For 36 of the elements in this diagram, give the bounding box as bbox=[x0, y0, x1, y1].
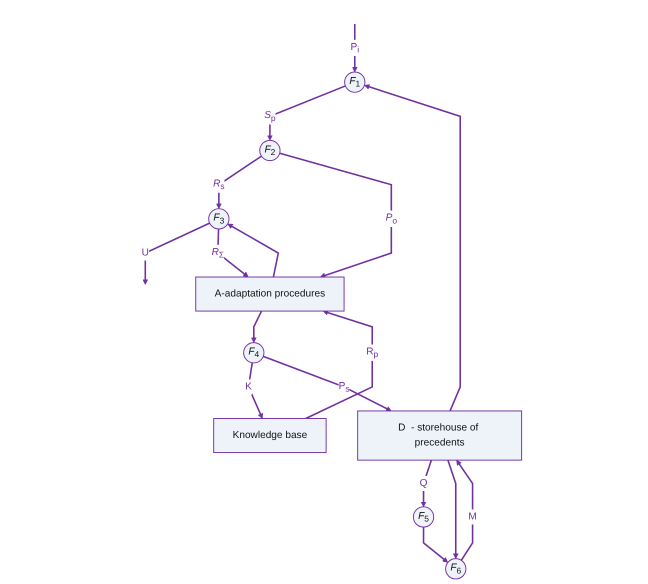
edge-label: U bbox=[142, 247, 149, 258]
node-circle: F$_{5}$ bbox=[412, 506, 434, 528]
arrow bbox=[447, 460, 459, 559]
edge-label: R$_{Σ}$ bbox=[212, 246, 224, 260]
node-box: Knowledge base bbox=[213, 418, 327, 454]
node-circle: F$_{4}$ bbox=[243, 342, 264, 364]
edge-label: R$_{p}$ bbox=[366, 346, 378, 360]
edge-label: R$_{s}$ bbox=[213, 178, 225, 192]
arrow bbox=[422, 527, 448, 563]
arrow bbox=[263, 356, 392, 412]
arrow bbox=[216, 156, 262, 209]
edge-label: S$_{p}$ bbox=[264, 110, 276, 123]
arrow bbox=[248, 362, 263, 419]
node-box: A-adaptation procedures bbox=[195, 276, 345, 312]
node-circle: F$_{6}$ bbox=[445, 558, 466, 580]
arrow bbox=[456, 460, 474, 561]
arrow bbox=[364, 84, 461, 412]
edge-label: P$_{o}$ bbox=[386, 212, 398, 226]
edge-label: M bbox=[468, 511, 477, 522]
node-circle: F$_{1}$ bbox=[344, 72, 366, 93]
edge-label: Q bbox=[420, 478, 428, 489]
edge-label: P$_{s}$ bbox=[338, 380, 350, 394]
arrow bbox=[142, 222, 210, 285]
arrow bbox=[279, 152, 392, 278]
arrow bbox=[305, 310, 374, 420]
edge-label: K bbox=[245, 381, 252, 392]
node-circle: F$_{3}$ bbox=[208, 208, 230, 230]
arrow bbox=[420, 460, 432, 508]
node-box: D - storehouse of precedents bbox=[357, 410, 522, 461]
arrow bbox=[227, 224, 280, 278]
arrow bbox=[352, 24, 358, 72]
arrow bbox=[267, 85, 346, 141]
arrow bbox=[217, 228, 249, 278]
node-circle: F$_{2}$ bbox=[259, 140, 281, 162]
edge-label: P$_{i}$ bbox=[350, 42, 360, 54]
arrow bbox=[251, 310, 262, 343]
